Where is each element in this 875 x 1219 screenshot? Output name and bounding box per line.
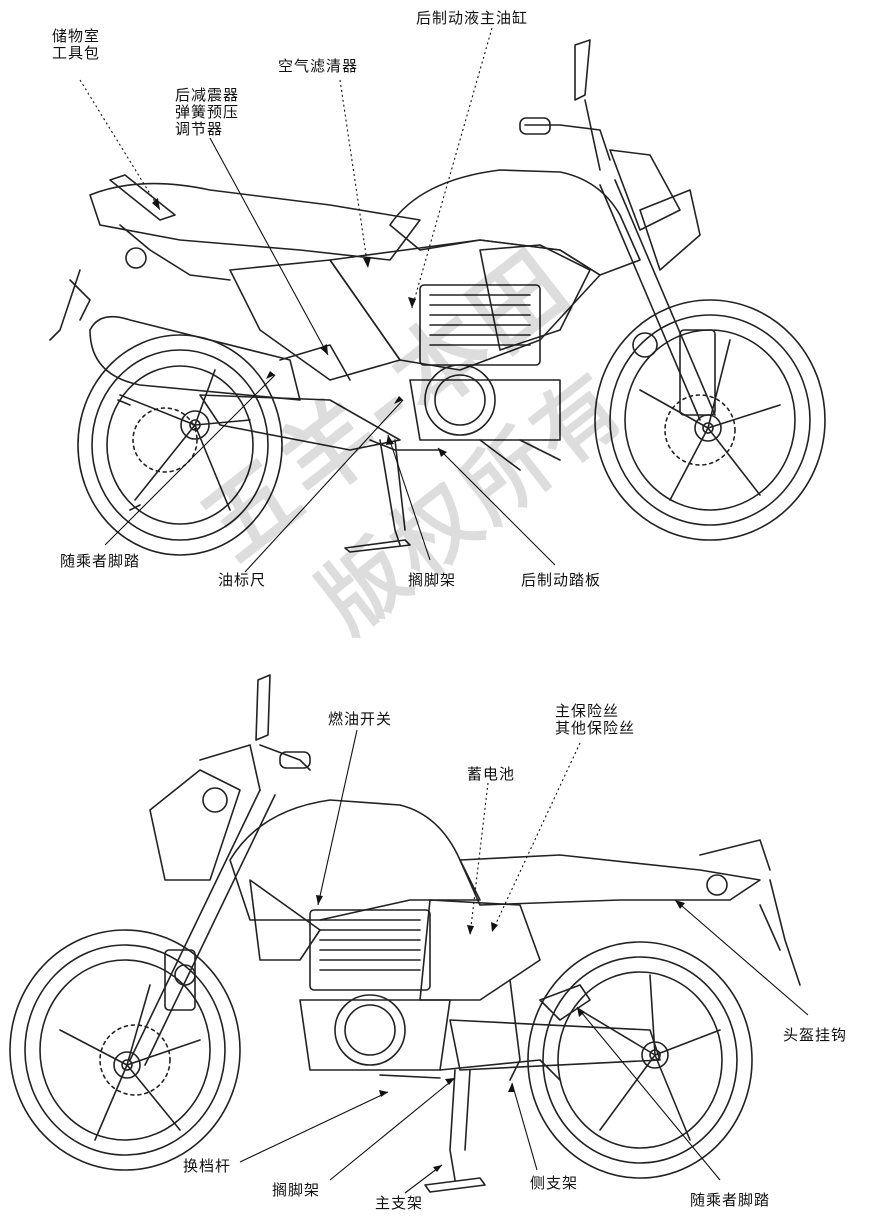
leader-air-filter [339, 79, 369, 269]
label-air-filter: 空气滤清器 [278, 57, 359, 75]
label-fuses: 主保险丝 其他保险丝 [555, 703, 635, 737]
label-storage-line2: 工具包 [52, 44, 101, 62]
label-main-stand: 主支架 [375, 1194, 424, 1212]
top-exhaust [89, 315, 401, 451]
label-storage-toolkit: 储物室 工具包 [52, 28, 100, 62]
top-front-forks [519, 39, 716, 421]
label-shift-lever: 换档杆 [183, 1157, 232, 1175]
leader-bottom-footpeg-bracket [329, 1077, 456, 1181]
label-passenger-footpeg-bottom: 随乘者脚踏 [690, 1191, 771, 1209]
bottom-engine [299, 909, 451, 1071]
label-helmet-holder: 头盔挂钩 [783, 1026, 848, 1044]
label-fuses-line1: 主保险丝 [555, 702, 620, 720]
label-fuses-line2: 其他保险丝 [555, 719, 636, 737]
label-rear-brake-pedal: 后制动踏板 [521, 571, 602, 589]
label-dipstick: 油标尺 [218, 571, 267, 589]
label-fuel-valve: 燃油开关 [328, 710, 393, 728]
label-rear-shock-line3: 调节器 [175, 120, 224, 138]
leader-battery [469, 782, 489, 936]
leader-dipstick [244, 399, 404, 573]
label-rear-shock-line2: 弹簧预压 [175, 103, 240, 121]
leader-rear-brake-pedal [437, 447, 556, 566]
bottom-swingarm [439, 984, 661, 1081]
label-battery: 蓄电池 [467, 765, 516, 783]
leader-shift-lever [239, 1091, 389, 1163]
label-rear-shock-preload: 后减震器 弹簧预压 调节器 [175, 87, 239, 138]
leader-fuel-valve [317, 729, 358, 906]
top-rear-wheel [77, 334, 283, 556]
label-footpeg-bracket-top: 搁脚架 [408, 571, 457, 589]
label-rear-brake-reservoir: 后制动液主油缸 [416, 9, 529, 27]
top-bodywork [49, 169, 641, 381]
leader-rear-shock [209, 137, 329, 356]
label-passenger-footpeg-top: 随乘者脚踏 [60, 552, 141, 570]
leader-rear-brake-reservoir [411, 27, 493, 309]
top-engine [409, 284, 561, 471]
leader-side-stand [511, 1082, 538, 1171]
label-side-stand: 侧支架 [530, 1174, 579, 1192]
leader-bottom-passenger-footpeg [576, 1006, 721, 1181]
label-storage-line1: 储物室 [52, 27, 101, 45]
label-footpeg-bracket-bottom: 搁脚架 [272, 1181, 321, 1199]
bottom-front-wheel [9, 929, 241, 1171]
top-front-wheel [594, 299, 826, 541]
leader-passenger-footpeg [104, 374, 276, 546]
leader-helmet-holder [674, 899, 809, 1016]
top-main-stand [344, 439, 441, 553]
bottom-front-forks [129, 674, 311, 1066]
bottom-stands [379, 979, 521, 1193]
label-rear-shock-line1: 后减震器 [175, 86, 240, 104]
leader-storage [79, 79, 161, 211]
leader-footpeg-bracket [387, 434, 431, 561]
